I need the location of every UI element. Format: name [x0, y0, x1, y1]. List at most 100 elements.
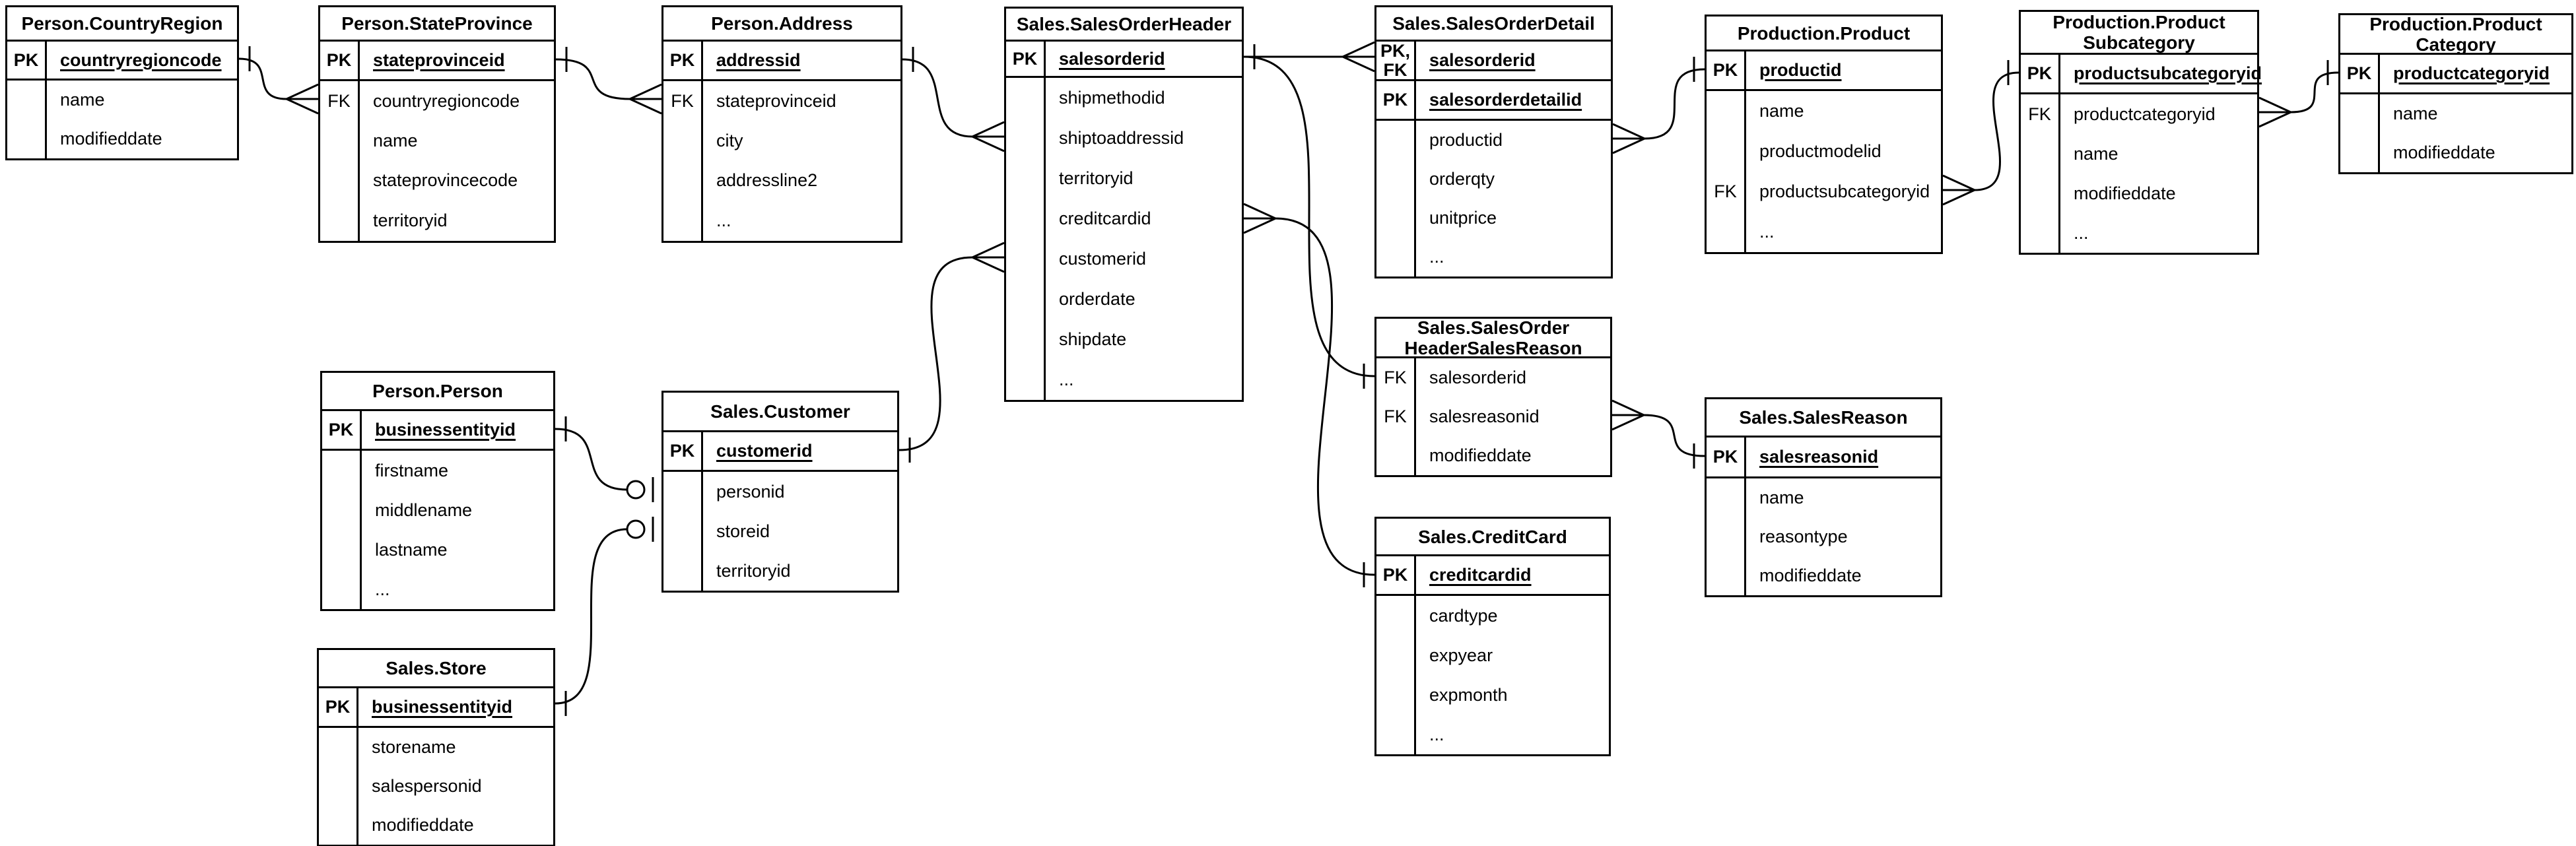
table-row: city [663, 121, 900, 160]
pk-field-name: businessentityid [372, 697, 513, 717]
table-row: PK stateprovinceid [320, 42, 554, 81]
field-name: addressline2 [716, 170, 818, 190]
table-title: Sales.Store [319, 650, 553, 688]
key-label: PK [320, 42, 360, 79]
table-title-line: Sales.CreditCard [1418, 526, 1567, 547]
table-title-line: Production.Product [2369, 13, 2542, 34]
table-row: cardtype [1376, 596, 1609, 635]
field-name: territoryid [716, 560, 791, 581]
field-name: ... [716, 210, 731, 230]
table-title: Sales.SalesOrderHeader [1006, 9, 1242, 42]
field-name: shipdate [1059, 329, 1127, 349]
key-label [1006, 279, 1046, 319]
key-label: PK [322, 411, 362, 449]
key-label [322, 569, 362, 609]
key-label [322, 451, 362, 490]
relationship-line-address-salesorderheader [902, 58, 973, 138]
key-label [1707, 478, 1746, 517]
crowsfoot-marker [1612, 123, 1645, 154]
table-row: creditcardid [1006, 199, 1242, 239]
table-row: customerid [1006, 239, 1242, 279]
crowsfoot-marker [2258, 96, 2291, 128]
table-title: Person.Address [663, 7, 900, 42]
key-label: FK [2021, 94, 2060, 134]
zero-or-one-marker [626, 480, 646, 500]
field-name: unitprice [1429, 208, 1497, 228]
field-name: creditcardid [1059, 209, 1151, 228]
relationship-line-store-customer [555, 528, 628, 705]
key-label: PK [319, 688, 358, 726]
field-name: reasontype [1759, 527, 1848, 546]
field-name: territoryid [373, 210, 448, 230]
pk-field-name: creditcardid [1429, 565, 1532, 585]
field-name: ... [1759, 222, 1775, 242]
table-title-line: Sales.SalesOrderDetail [1392, 13, 1595, 34]
crowsfoot-marker [1611, 399, 1644, 431]
table-title: Person.StateProvince [320, 7, 554, 42]
field-name: personid [716, 481, 785, 502]
field-name: cardtype [1429, 605, 1498, 626]
field-name: name [1759, 101, 1804, 121]
key-label [1707, 91, 1746, 131]
table-title-line: Sales.SalesOrder [1417, 317, 1570, 338]
table-row: PK businessentityid [322, 411, 553, 451]
table-row: ... [1376, 238, 1611, 277]
pk-field-name: salesreasonid [1759, 447, 1879, 467]
table-row: name [2340, 94, 2571, 133]
table-row: modifieddate [2340, 133, 2571, 172]
key-label [320, 160, 360, 200]
relationship-line-salesorderdetail-product [1644, 68, 1705, 140]
key-label [1376, 675, 1416, 715]
table-row: shiptoaddressid [1006, 118, 1242, 158]
key-label [1707, 556, 1746, 595]
field-name: storeid [716, 521, 770, 541]
key-label [7, 81, 47, 119]
field-name: firstname [375, 460, 449, 480]
crowsfoot-marker [629, 83, 662, 115]
field-name: name [2074, 143, 2118, 164]
zero-or-one-marker [626, 519, 646, 539]
pk-field-name: businessentityid [375, 420, 516, 439]
key-label [1006, 360, 1046, 400]
pk-field-name: stateprovinceid [373, 50, 505, 70]
field-name: salesorderid [1429, 368, 1527, 387]
field-name: ... [375, 579, 390, 599]
field-name: modifieddate [1429, 445, 1532, 465]
crowsfoot-marker [972, 121, 1005, 152]
crowsfoot-marker [1243, 203, 1276, 234]
key-label: FK [1376, 397, 1416, 436]
table-row: territoryid [663, 551, 897, 591]
key-label [1006, 199, 1046, 239]
table-title-line: HeaderSalesReason [1404, 337, 1582, 358]
table-title-line: Person.Person [372, 381, 503, 401]
key-label [663, 511, 703, 551]
field-name: productid [1429, 130, 1503, 150]
field-name: modifieddate [2393, 143, 2495, 162]
key-label [1376, 715, 1416, 754]
table-row: shipdate [1006, 319, 1242, 360]
field-name: modifieddate [1759, 566, 1862, 585]
table-row: ... [1376, 715, 1609, 754]
table-title: Production.Product [1707, 16, 1941, 51]
